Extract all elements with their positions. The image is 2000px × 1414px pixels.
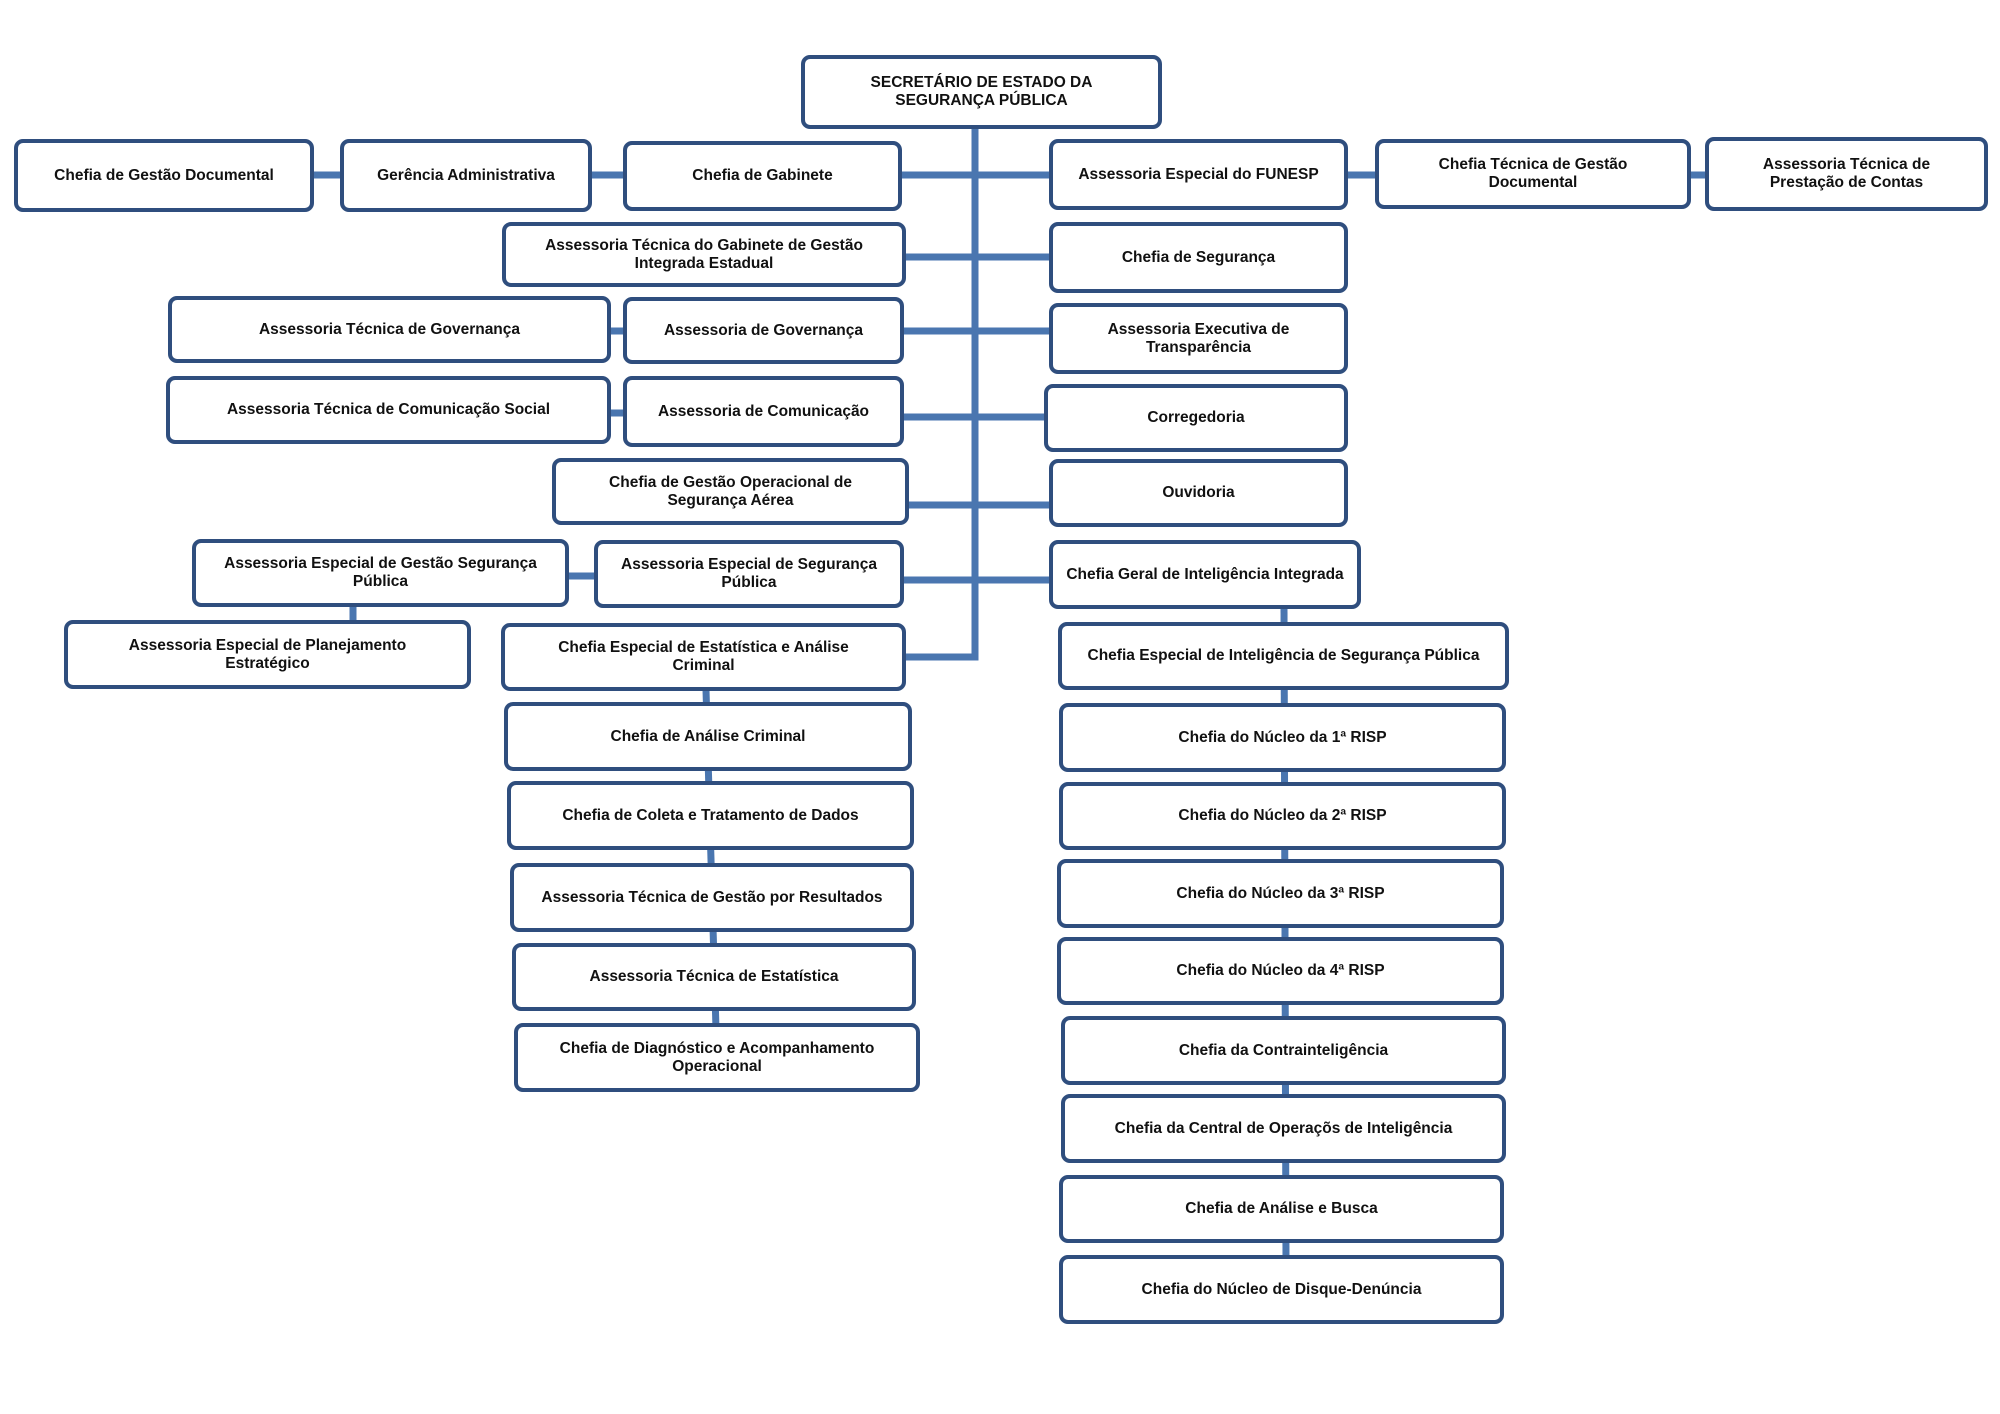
node-assessoria-tecnica-governanca: Assessoria Técnica de Governança xyxy=(168,296,611,363)
node-chefia-analise-criminal: Chefia de Análise Criminal xyxy=(504,702,912,771)
node-chefia-tecnica-gestao-documental: Chefia Técnica de Gestão Documental xyxy=(1375,139,1691,209)
node-chefia-central-operacoes: Chefia da Central de Operaçõs de Intelig… xyxy=(1061,1094,1506,1163)
node-chefia-coleta-dados: Chefia de Coleta e Tratamento de Dados xyxy=(507,781,914,850)
node-chefia-especial-inteligencia: Chefia Especial de Inteligência de Segur… xyxy=(1058,622,1509,690)
node-chefia-nucleo-2-risp: Chefia do Núcleo da 2ª RISP xyxy=(1059,782,1506,850)
node-chefia-gestao-documental: Chefia de Gestão Documental xyxy=(14,139,314,212)
node-chefia-nucleo-1-risp: Chefia do Núcleo da 1ª RISP xyxy=(1059,703,1506,772)
node-assessoria-comunicacao: Assessoria de Comunicação xyxy=(623,376,904,447)
node-chefia-disque-denuncia: Chefia do Núcleo de Disque-Denúncia xyxy=(1059,1255,1504,1324)
node-assessoria-especial-seguranca-publica: Assessoria Especial de Segurança Pública xyxy=(594,540,904,608)
node-ouvidoria: Ouvidoria xyxy=(1049,459,1348,527)
node-chefia-contrainteligencia: Chefia da Contrainteligência xyxy=(1061,1016,1506,1085)
node-chefia-especial-estatistica: Chefia Especial de Estatística e Análise… xyxy=(501,623,906,691)
node-assessoria-especial-gestao-seg-publica: Assessoria Especial de Gestão Segurança … xyxy=(192,539,569,607)
node-chefia-analise-busca: Chefia de Análise e Busca xyxy=(1059,1175,1504,1243)
node-chefia-geral-inteligencia: Chefia Geral de Inteligência Integrada xyxy=(1049,540,1361,609)
node-chefia-nucleo-3-risp: Chefia do Núcleo da 3ª RISP xyxy=(1057,859,1504,928)
node-gerencia-administrativa: Gerência Administrativa xyxy=(340,139,592,212)
node-chefia-seguranca: Chefia de Segurança xyxy=(1049,222,1348,293)
node-chefia-gestao-operacional-aerea: Chefia de Gestão Operacional de Seguranç… xyxy=(552,458,909,525)
node-assessoria-tecnica-gestao-resultados: Assessoria Técnica de Gestão por Resulta… xyxy=(510,863,914,932)
node-assessoria-governanca: Assessoria de Governança xyxy=(623,297,904,364)
node-assessoria-tecnica-gabinete-gestao: Assessoria Técnica do Gabinete de Gestão… xyxy=(502,222,906,287)
node-corregedoria: Corregedoria xyxy=(1044,384,1348,452)
node-chefia-gabinete: Chefia de Gabinete xyxy=(623,141,902,211)
node-assessoria-tecnica-prestacao-contas: Assessoria Técnica de Prestação de Conta… xyxy=(1705,137,1988,211)
node-assessoria-especial-funesp: Assessoria Especial do FUNESP xyxy=(1049,139,1348,210)
node-assessoria-executiva-transparencia: Assessoria Executiva de Transparência xyxy=(1049,303,1348,374)
node-chefia-nucleo-4-risp: Chefia do Núcleo da 4ª RISP xyxy=(1057,937,1504,1005)
node-assessoria-especial-planejamento: Assessoria Especial de Planejamento Estr… xyxy=(64,620,471,689)
node-chefia-diagnostico: Chefia de Diagnóstico e Acompanhamento O… xyxy=(514,1023,920,1092)
node-assessoria-tecnica-comunicacao-social: Assessoria Técnica de Comunicação Social xyxy=(166,376,611,444)
node-assessoria-tecnica-estatistica: Assessoria Técnica de Estatística xyxy=(512,943,916,1011)
node-secretario: SECRETÁRIO DE ESTADO DA SEGURANÇA PÚBLIC… xyxy=(801,55,1162,129)
